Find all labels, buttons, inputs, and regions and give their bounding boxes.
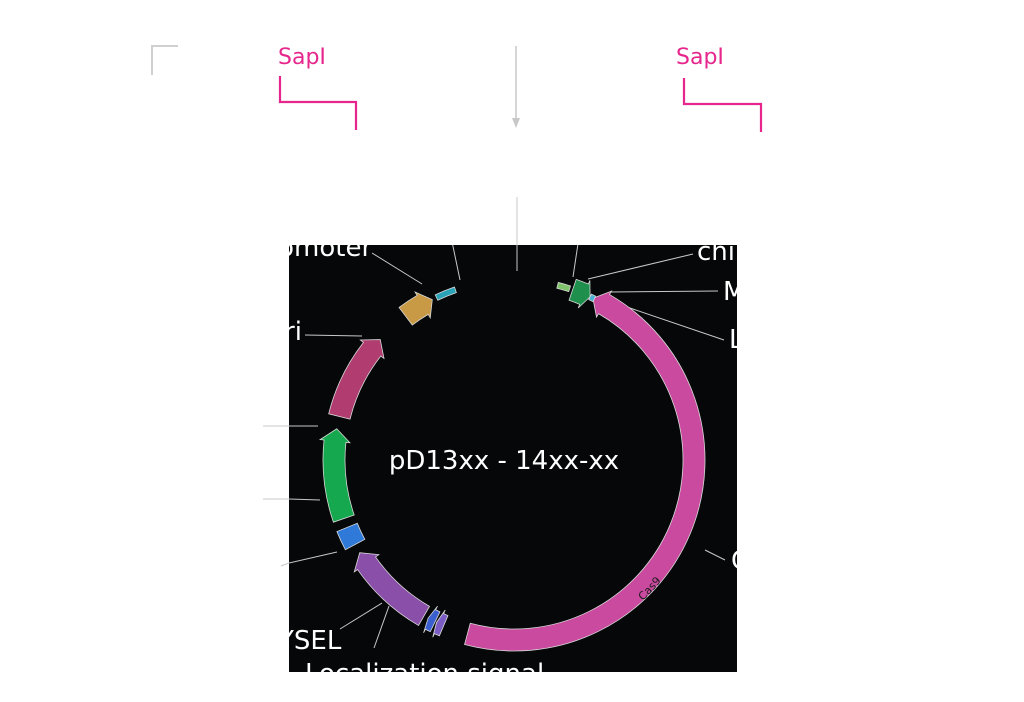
leader-l (626, 306, 725, 341)
label-promoter: romoter (268, 233, 372, 263)
feature-promoter (398, 291, 433, 326)
sapi-site-right: SapI (676, 45, 763, 132)
leader-promoter (371, 252, 423, 285)
feature-m-element (568, 278, 591, 309)
origin-corner-marker (151, 45, 178, 75)
features-layer (318, 278, 706, 652)
label-ysel: YSEL (277, 626, 342, 656)
leader-purple (289, 551, 338, 564)
leader-m (609, 290, 719, 293)
feature-teal-element (434, 286, 457, 301)
leader-purple-outer (280, 562, 290, 567)
sapi-label-left: SapI (278, 45, 326, 70)
map-content: pD13xx - 14xx-xx Cas9 romoter ri chi M L… (268, 233, 749, 689)
sapi-label-right: SapI (676, 45, 724, 70)
sapi-site-left: SapI (278, 45, 358, 130)
center-top-arrow (512, 46, 520, 128)
feature-ori (328, 339, 385, 420)
label-cas9: C (731, 546, 749, 576)
leader-blue (289, 498, 321, 501)
leader-ori (304, 334, 363, 337)
feature-cas9 (464, 290, 706, 652)
leader-chi-small (572, 245, 579, 278)
leader-ysel (339, 602, 383, 630)
feature-blue-promoter (336, 522, 366, 551)
feature-ysel (423, 605, 441, 633)
sapi-bracket-left (278, 76, 358, 130)
feature-nls (432, 609, 449, 638)
label-ori: ri (284, 317, 302, 347)
map-panel (289, 245, 737, 672)
map-title: pD13xx - 14xx-xx (389, 446, 619, 476)
feature-l-element (588, 293, 597, 303)
leader-nls (373, 605, 390, 649)
feature-chi (556, 281, 572, 293)
sapi-bracket-right (682, 78, 763, 132)
label-nls: Localization signal (305, 659, 544, 689)
leader-teal (452, 245, 461, 281)
feature-green-marker (318, 428, 355, 523)
feature-purple-marker (353, 552, 431, 626)
label-chi: chi (697, 237, 735, 267)
label-l: L (729, 325, 744, 355)
label-m: M (723, 277, 745, 307)
leader-lines (289, 245, 726, 649)
leader-cas9 (704, 549, 726, 561)
leader-chi (587, 253, 694, 280)
